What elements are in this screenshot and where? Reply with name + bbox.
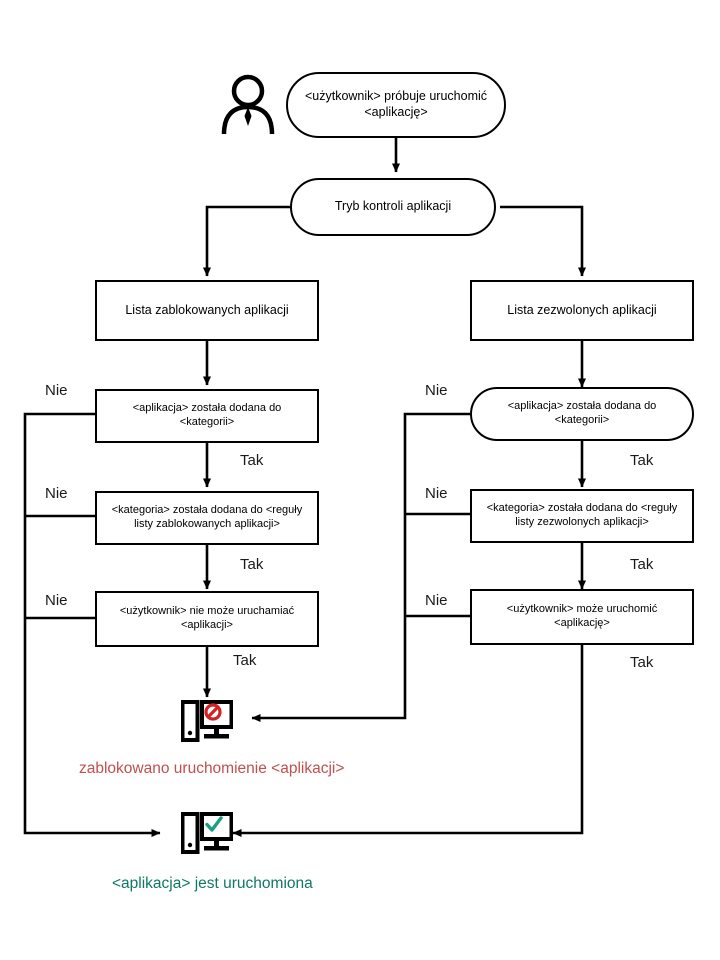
computer-blocked-icon — [180, 700, 234, 744]
node-allow-category-in-rule-text: <kategoria> została dodana do <reguły li… — [486, 502, 678, 528]
edge-label-right-no-1: Nie — [425, 382, 448, 399]
edge-label-left-no-1: Nie — [45, 382, 68, 399]
node-start[interactable]: <użytkownik> próbuje uruchomić <aplikacj… — [286, 72, 506, 138]
edge-right-no-1 — [251, 412, 470, 722]
node-allow-app-in-category[interactable]: <aplikacja> została dodana do <kategorii… — [470, 387, 694, 441]
node-allowlist-text: Lista zezwolonych aplikacji — [507, 302, 657, 317]
node-allow-app-in-category-text: <aplikacja> została dodana do <kategorii… — [507, 400, 657, 426]
node-deny-category-in-rule-text: <kategoria> została dodana do <reguły li… — [111, 504, 303, 530]
edge-usercan-to-allowed — [232, 645, 584, 837]
node-deny-app-in-category[interactable]: <aplikacja> została dodana do <kategorii… — [95, 389, 319, 443]
node-control-mode-text: Tryb kontroli aplikacji — [334, 199, 452, 214]
edge-left-no-1 — [23, 412, 161, 837]
node-denylist[interactable]: Lista zablokowanych aplikacji — [95, 280, 319, 341]
edge-label-left-no-3: Nie — [45, 592, 68, 609]
blocked-result-label: zablokowano uruchomienie <aplikacji> — [79, 760, 345, 777]
edge-label-left-yes-3: Tak — [233, 652, 257, 669]
edge-label-left-no-2: Nie — [45, 485, 68, 502]
edge-label-right-yes-3: Tak — [630, 654, 654, 671]
edge-mode-to-allowlist — [500, 205, 586, 277]
node-allowlist[interactable]: Lista zezwolonych aplikacji — [470, 280, 694, 341]
node-user-cannot-run[interactable]: <użytkownik> nie może uruchamiać <aplika… — [95, 591, 319, 647]
node-allow-category-in-rule[interactable]: <kategoria> została dodana do <reguły li… — [470, 489, 694, 543]
computer-allowed-icon — [180, 812, 234, 856]
edge-label-left-yes-2: Tak — [240, 556, 264, 573]
user-person-icon — [220, 72, 276, 135]
edge-mode-to-denylist — [203, 205, 290, 277]
allowed-result-label: <aplikacja> jest uruchomiona — [112, 875, 313, 892]
node-user-can-run[interactable]: <użytkownik> może uruchomić <aplikację> — [470, 589, 694, 645]
node-user-can-run-text: <użytkownik> może uruchomić <aplikację> — [506, 603, 658, 629]
node-denylist-text: Lista zablokowanych aplikacji — [125, 302, 289, 317]
edge-label-left-yes-1: Tak — [240, 452, 264, 469]
edge-label-right-no-3: Nie — [425, 592, 448, 609]
node-control-mode[interactable]: Tryb kontroli aplikacji — [290, 178, 496, 236]
edge-label-right-yes-2: Tak — [630, 556, 654, 573]
node-start-text: <użytkownik> próbuje uruchomić <aplikacj… — [304, 89, 488, 119]
node-user-cannot-run-text: <użytkownik> nie może uruchamiać <aplika… — [119, 605, 295, 631]
node-deny-app-in-category-text: <aplikacja> została dodana do <kategorii… — [132, 402, 282, 428]
node-deny-category-in-rule[interactable]: <kategoria> została dodana do <reguły li… — [95, 491, 319, 545]
edge-label-right-yes-1: Tak — [630, 452, 654, 469]
edge-label-right-no-2: Nie — [425, 485, 448, 502]
